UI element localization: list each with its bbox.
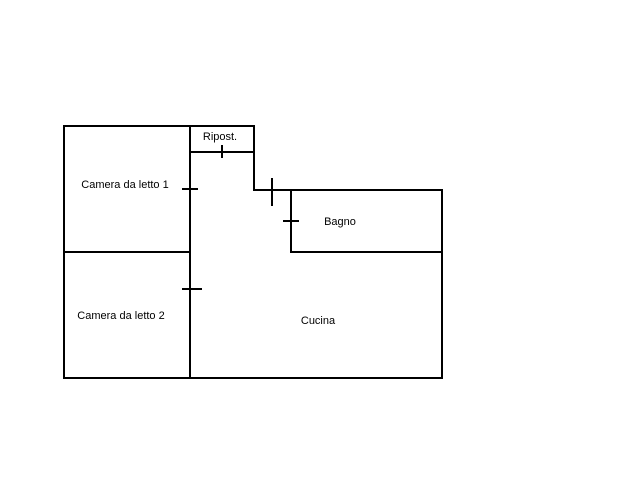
bedroom-2-outline — [63, 251, 191, 379]
label-bathroom: Bagno — [324, 216, 356, 228]
label-bedroom-1: Camera da letto 1 — [81, 179, 168, 191]
label-bedroom-2: Camera da letto 2 — [77, 310, 164, 322]
label-storage: Ripost. — [203, 131, 237, 143]
label-kitchen: Cucina — [301, 315, 336, 327]
